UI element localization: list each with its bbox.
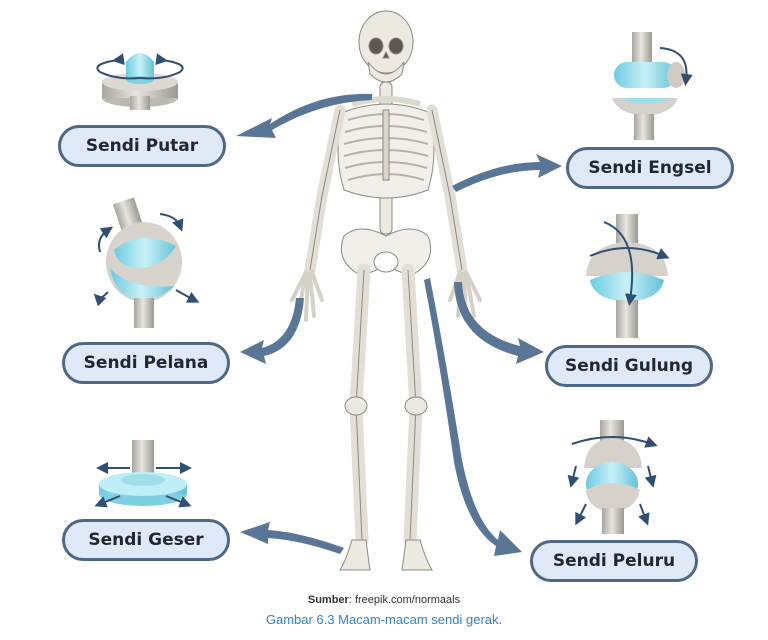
label-sendi-putar: Sendi Putar xyxy=(58,125,226,167)
label-sendi-geser: Sendi Geser xyxy=(62,519,230,561)
label-sendi-peluru: Sendi Peluru xyxy=(530,540,698,582)
ball-socket-joint-icon xyxy=(567,420,658,534)
source-text: : freepik.com/normaals xyxy=(348,594,461,606)
pivot-joint-icon xyxy=(96,53,184,110)
source-prefix: Sumber xyxy=(307,594,349,606)
arrow-to-sendi-peluru xyxy=(424,278,522,556)
arrow-to-sendi-gulung xyxy=(454,282,544,364)
label-sendi-pelana: Sendi Pelana xyxy=(62,342,230,384)
hinge-joint-icon xyxy=(612,32,693,140)
saddle-joint-icon xyxy=(93,197,200,328)
arrow-to-sendi-putar xyxy=(236,93,372,138)
arrow-to-sendi-geser xyxy=(240,522,344,554)
label-sendi-engsel: Sendi Engsel xyxy=(566,147,734,189)
skeleton-illustration xyxy=(290,10,482,571)
source-credit: Sumber: freepik.com/normaals xyxy=(0,594,768,606)
pointer-arrows xyxy=(236,93,562,556)
figure-caption: Gambar 6.3 Macam-macam sendi gerak. xyxy=(265,612,503,627)
arrow-to-sendi-pelana xyxy=(240,298,304,364)
gliding-joint-icon xyxy=(94,440,192,508)
ellipsoid-joint-icon xyxy=(586,214,670,338)
arrow-to-sendi-engsel xyxy=(452,154,562,192)
label-sendi-gulung: Sendi Gulung xyxy=(545,345,713,387)
